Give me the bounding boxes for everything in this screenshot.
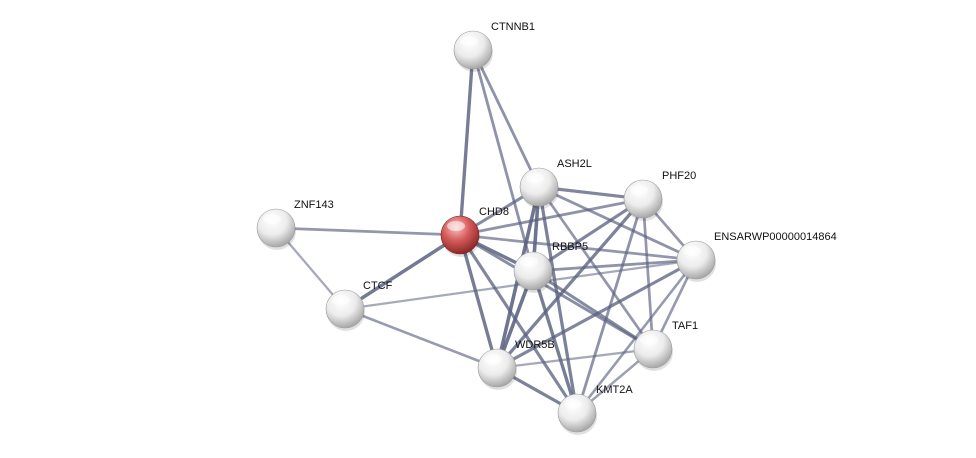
node-highlight — [447, 221, 465, 231]
node-highlight — [564, 399, 582, 409]
node-highlight — [640, 335, 658, 345]
node-highlight — [460, 36, 478, 46]
node-label: KMT2A — [596, 384, 633, 396]
node-label: CTCF — [363, 280, 393, 292]
edge-phf20-rbbp5[interactable] — [531, 197, 645, 273]
node-label: RBBP5 — [552, 241, 588, 253]
node-highlight — [263, 214, 281, 224]
node-label: PHF20 — [662, 170, 696, 182]
node-rbbp5[interactable]: RBBP5 — [513, 241, 588, 293]
node-ctcf[interactable]: CTCF — [325, 280, 393, 331]
node-phf20[interactable]: PHF20 — [623, 170, 696, 221]
node-chd8[interactable]: CHD8 — [440, 206, 509, 257]
edge-rbbp5-kmt2a[interactable] — [531, 269, 579, 415]
node-kmt2a[interactable]: KMT2A — [557, 384, 633, 435]
node-label: TAF1 — [672, 320, 698, 332]
node-taf1[interactable]: TAF1 — [633, 320, 698, 371]
edge-phf20-taf1[interactable] — [641, 197, 655, 351]
edge-znf143-chd8[interactable] — [274, 226, 462, 237]
node-highlight — [526, 173, 544, 183]
node-highlight — [683, 246, 701, 256]
edge-rbbp5-taf1[interactable] — [531, 269, 655, 351]
node-ctnnb1[interactable]: CTNNB1 — [453, 21, 535, 72]
edge-ctnnb1-rbbp5[interactable] — [471, 48, 535, 273]
node-znf143[interactable]: ZNF143 — [256, 199, 334, 250]
node-label: CHD8 — [479, 206, 509, 218]
node-label: CTNNB1 — [491, 21, 535, 33]
edge-ash2l-kmt2a[interactable] — [537, 185, 579, 415]
node-ensarwp00000014864[interactable]: ENSARWP00000014864 — [676, 231, 837, 282]
edge-ash2l-ensarwp00000014864[interactable] — [537, 185, 698, 262]
node-label: WDR5B — [515, 339, 555, 351]
node-ash2l[interactable]: ASH2L — [519, 158, 592, 209]
edge-ensarwp00000014864-wdr5b[interactable] — [495, 258, 698, 370]
edge-ensarwp00000014864-kmt2a[interactable] — [575, 258, 698, 415]
edge-phf20-wdr5b[interactable] — [495, 197, 645, 370]
node-label: ZNF143 — [294, 199, 334, 211]
edge-chd8-kmt2a[interactable] — [458, 233, 579, 415]
node-highlight — [520, 257, 538, 267]
edge-chd8-wdr5b[interactable] — [458, 233, 499, 370]
edge-ctnnb1-chd8[interactable] — [458, 48, 475, 237]
edge-rbbp5-ensarwp00000014864[interactable] — [531, 258, 698, 273]
node-highlight — [332, 295, 350, 305]
edge-ctcf-wdr5b[interactable] — [343, 307, 499, 370]
node-label: ENSARWP00000014864 — [714, 231, 837, 243]
node-highlight — [484, 354, 502, 364]
node-wdr5b[interactable]: WDR5B — [477, 339, 555, 390]
edge-ctnnb1-ash2l[interactable] — [471, 48, 541, 189]
node-highlight — [630, 185, 648, 195]
edge-chd8-ctcf[interactable] — [343, 233, 462, 311]
edge-wdr5b-taf1[interactable] — [495, 347, 655, 370]
node-label: ASH2L — [557, 158, 592, 170]
edge-chd8-phf20[interactable] — [458, 197, 645, 237]
edge-chd8-ensarwp00000014864[interactable] — [458, 233, 698, 262]
